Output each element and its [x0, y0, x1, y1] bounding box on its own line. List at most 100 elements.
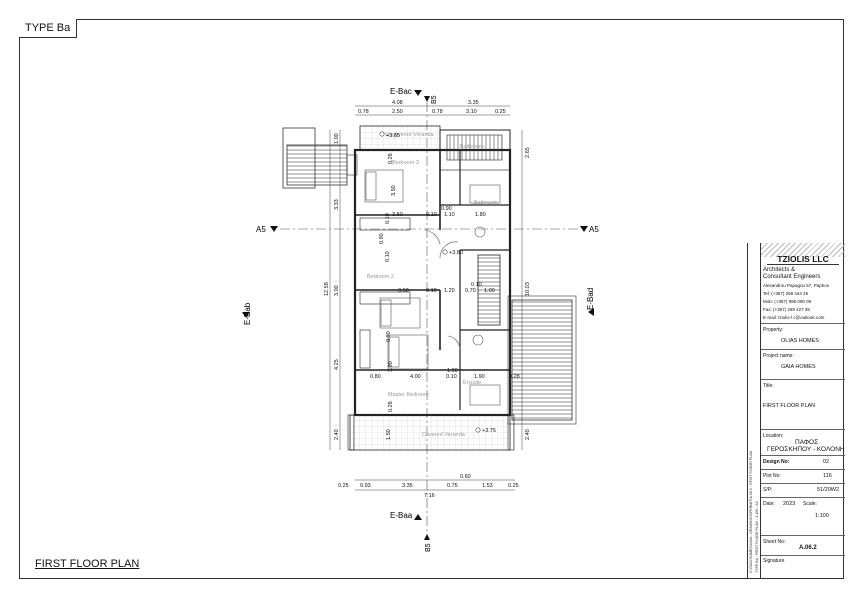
- dim-row1: 1.80: [475, 212, 486, 218]
- firm-fax: Fax: (+357) 269 427 35: [763, 307, 810, 312]
- dim-row1: 0.10: [426, 212, 437, 218]
- dim-row1: 1.10: [444, 212, 455, 218]
- dim-bottom-seg: 0.25: [508, 483, 519, 489]
- dim-bottom-total: 7.16: [424, 493, 435, 499]
- dim-row2: 3.50: [398, 288, 409, 294]
- firm-email: E-mail: tziolis-l c@outlook.com: [763, 315, 825, 320]
- room-covered-veranda: Covered Veranda: [422, 432, 466, 438]
- top-dimensions: 4.08 3.35 0.78 2.50 0.78 3.10 0.25: [358, 100, 506, 115]
- project-value: GAIA HOMES: [781, 364, 816, 370]
- title-value: FIRST FLOOR PLAN: [763, 403, 816, 409]
- room-bathroom-top: Bathroom: [460, 144, 484, 150]
- dim-left-inner: 0.28: [388, 153, 394, 164]
- signature-label: Signature: [763, 558, 785, 564]
- sheet-label: Sheet No:: [763, 539, 786, 545]
- dim-right-outer: 2.40: [525, 429, 531, 440]
- firm-address: Alexandrou Papagou 57, Paphos: [763, 283, 830, 288]
- dim-left-inner: 1.50: [386, 429, 392, 440]
- scale-label: Scale:: [803, 501, 817, 507]
- dim-row3: 0.80: [370, 374, 381, 380]
- dim-left-inner: 3.90: [388, 361, 394, 372]
- dim-right-outer: 10.03: [525, 282, 531, 296]
- date-value: 2023: [783, 501, 796, 507]
- plot-value: 116: [823, 473, 832, 479]
- dim-left-inner: 0.90: [386, 331, 392, 342]
- dim-bottom-seg: 3.35: [402, 483, 413, 489]
- left-dimensions: 1.00 3.33 3.00 4.25 2.40 12.58 0.28 3.50…: [324, 133, 397, 440]
- tb-divider: [761, 497, 845, 498]
- dim-row1b: 0.90: [441, 206, 452, 212]
- firm-tel: Tel: (+357) 269 444 45: [763, 291, 809, 296]
- level-top: +3.85: [386, 133, 400, 139]
- section-b-top: B5: [431, 95, 438, 104]
- footer-title: FIRST FLOOR PLAN: [35, 558, 140, 570]
- tb-divider: [761, 429, 845, 430]
- project-label: Project name:: [763, 353, 794, 359]
- dim-row2: 1.00: [484, 288, 495, 294]
- tb-divider: [761, 535, 845, 536]
- right-external-stair: [507, 295, 577, 425]
- dim-row2: 0.10: [426, 288, 437, 294]
- firm-mob: Mob: (+357) 996 090 09: [763, 299, 812, 304]
- room-uncovered-veranda: Uncovered Veranda: [385, 132, 435, 138]
- room-ensuite: Ensuite: [463, 380, 481, 386]
- design-label: Design No:: [763, 459, 790, 465]
- dimension-lines: [329, 105, 523, 491]
- sp-label: S/P:: [763, 487, 773, 493]
- dim-bottom-seg: 0.75: [447, 483, 458, 489]
- firm-name: TZIOLIS LLC: [777, 254, 829, 264]
- tb-divider: [761, 469, 845, 470]
- dim-bottom-seg: 1.53: [482, 483, 493, 489]
- sheet-value: A.06.2: [799, 545, 817, 551]
- tb-divider: [761, 483, 845, 484]
- room-labels: Uncovered Veranda Bathroom Bedroom 3 Bat…: [367, 132, 498, 438]
- dim-bottom-mid: 0.60: [460, 474, 471, 480]
- tb-divider: [761, 555, 845, 556]
- firm-subtitle-1: Architects &: [763, 267, 796, 273]
- dim-top-seg: 0.78: [358, 109, 369, 115]
- marker-left: E-Bab: [243, 302, 252, 325]
- drawing-sheet-border: [19, 19, 844, 579]
- title-label: Title:: [763, 383, 774, 389]
- dim-left-inner: 3.50: [391, 185, 397, 196]
- plot-label: Plot No:: [763, 473, 781, 479]
- title-block-side-strip: [747, 243, 761, 579]
- tb-divider: [761, 455, 845, 456]
- location-label: Location:: [763, 433, 784, 439]
- title-block-hatch: [761, 243, 845, 257]
- type-label: TYPE Ba: [19, 19, 78, 38]
- section-b-bottom: B5: [425, 543, 432, 552]
- dim-left-outer: 4.25: [334, 359, 340, 370]
- dim-top-seg: 3.10: [466, 109, 477, 115]
- dim-left-outer: 3.00: [334, 285, 340, 296]
- dim-top-seg: 0.25: [495, 109, 506, 115]
- dim-left-inner: 0.28: [388, 401, 394, 412]
- dim-left-inner: 0.10: [385, 213, 391, 224]
- title-block-vertical-text: TYPE Ba - FIRST FLOOR PLAN - 1:100 - A3: [755, 501, 759, 573]
- level-markers: +3.85 +3.80 +3.75: [379, 131, 496, 434]
- title-block: Z:\GAIA HOMES\GAIA - DRAWINGS\PERMIT\A.0…: [747, 243, 845, 579]
- building-walls: [347, 125, 515, 451]
- dim-top-seg: 2.50: [392, 109, 403, 115]
- marker-bottom: E-Baa: [390, 511, 413, 520]
- dim-left-outer: 1.00: [334, 133, 340, 144]
- dim-row1: 3.50: [392, 212, 403, 218]
- bottom-dimensions: 0.60 0.25 0.93 3.35 0.75 1.53 0.25 7.16: [338, 474, 519, 499]
- dim-bottom-seg: 0.93: [360, 483, 371, 489]
- date-label: Date:: [763, 501, 775, 507]
- firm-subtitle-2: Consultant Engineers: [763, 274, 821, 280]
- room-bathroom: Bathroom: [474, 200, 498, 206]
- marker-right: E-Bad: [586, 288, 595, 310]
- dim-bottom-seg: 0.25: [338, 483, 349, 489]
- dim-left-outer: 2.40: [334, 429, 340, 440]
- dim-row2: 1.20: [444, 288, 455, 294]
- dim-left-total: 12.58: [324, 282, 330, 296]
- right-dimensions: 2.65 10.03 2.40: [525, 147, 531, 440]
- location-value-1: ΠΑΦΟΣ: [795, 439, 819, 446]
- marker-top: E-Bac: [390, 87, 412, 96]
- dim-row3: 4.00: [410, 374, 421, 380]
- room-bedroom3: Bedroom 3: [392, 160, 419, 166]
- dim-row3: 0.10: [446, 374, 457, 380]
- property-label: Property:: [763, 327, 784, 333]
